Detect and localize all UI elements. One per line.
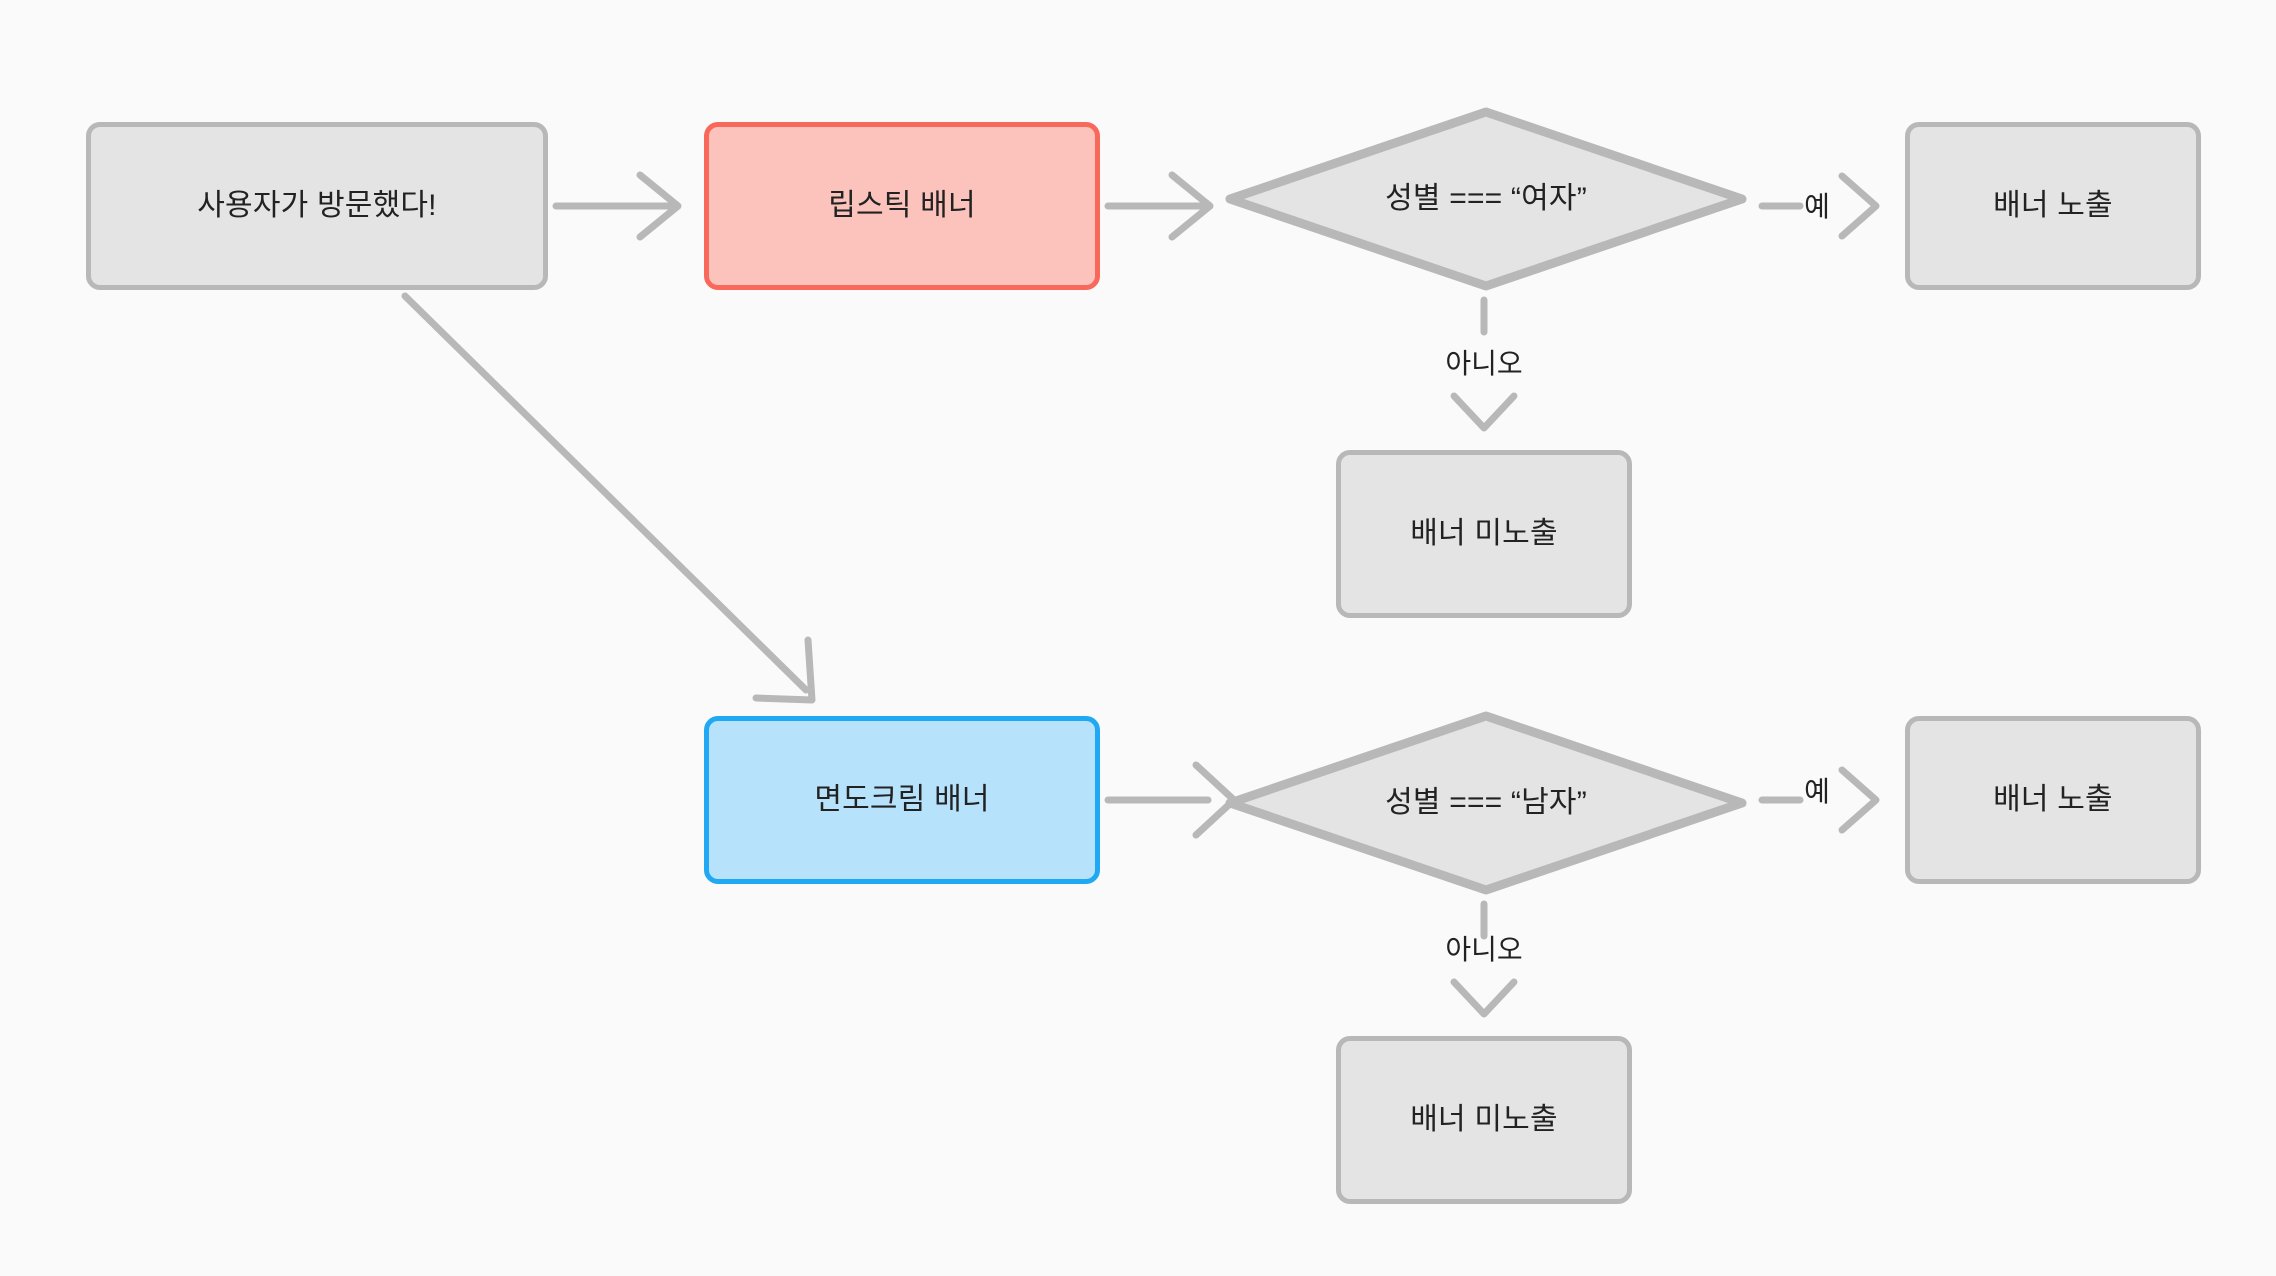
node-shaving-cream-banner-label: 면도크림 배너 (814, 782, 990, 816)
node-hide-banner-male[interactable]: 배너 미노출 (1336, 1036, 1632, 1204)
edge-label-male-no: 아니오 (1445, 934, 1523, 965)
node-decision-female[interactable]: 성별 === “여자” (1222, 104, 1750, 294)
node-start-label: 사용자가 방문했다! (197, 188, 437, 222)
node-lipstick-banner-label: 립스틱 배너 (828, 188, 976, 222)
diamond-shape-male (1222, 708, 1750, 898)
node-lipstick-banner[interactable]: 립스틱 배너 (704, 122, 1100, 290)
node-show-banner-female-label: 배너 노출 (1993, 188, 2113, 222)
edge-start-to-shaving-cream (401, 292, 816, 704)
edge-start-to-lipstick (552, 171, 682, 241)
node-shaving-cream-banner[interactable]: 면도크림 배너 (704, 716, 1100, 884)
node-hide-banner-female-label: 배너 미노출 (1410, 516, 1558, 550)
edge-label-male-yes: 예 (1804, 776, 1830, 807)
node-show-banner-female[interactable]: 배너 노출 (1905, 122, 2201, 290)
node-hide-banner-female[interactable]: 배너 미노출 (1336, 450, 1632, 618)
node-decision-male[interactable]: 성별 === “남자” (1222, 708, 1750, 898)
edge-lipstick-to-decision-female (1104, 171, 1214, 241)
edge-label-female-yes: 예 (1804, 191, 1830, 222)
node-decision-female-label: 성별 === “여자” (1385, 181, 1587, 215)
node-show-banner-male-label: 배너 노출 (1993, 782, 2113, 816)
edge-shaving-cream-to-decision-male (1104, 761, 1238, 839)
node-start[interactable]: 사용자가 방문했다! (86, 122, 548, 290)
edge-label-female-no: 아니오 (1445, 348, 1523, 379)
diamond-shape-female (1222, 104, 1750, 294)
node-decision-male-label: 성별 === “남자” (1385, 785, 1587, 819)
node-show-banner-male[interactable]: 배너 노출 (1905, 716, 2201, 884)
node-hide-banner-male-label: 배너 미노출 (1410, 1102, 1558, 1136)
